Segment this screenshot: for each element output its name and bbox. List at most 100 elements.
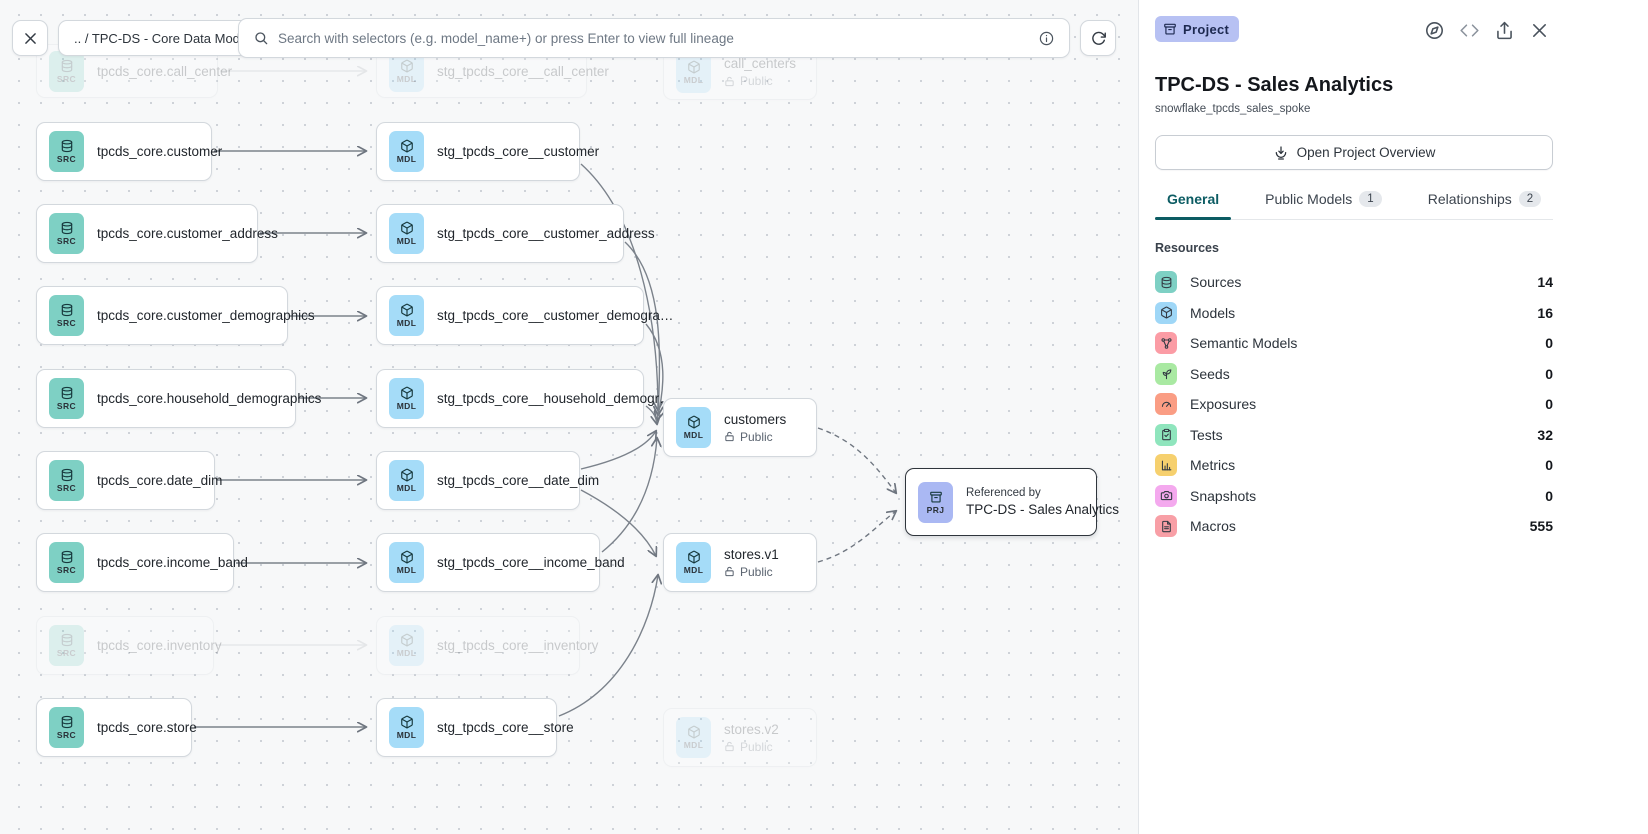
share-icon [1494,20,1515,41]
project-type-badge: Project [1155,16,1239,42]
info-icon[interactable] [1038,30,1055,47]
graph-node-source[interactable]: SRC tpcds_core.income_band [36,533,234,592]
cube-icon [400,550,414,564]
resource-row-exposures[interactable]: Exposures 0 [1155,393,1553,415]
resource-row-models[interactable]: Models 16 [1155,302,1553,324]
cube-icon [400,139,414,153]
model-badge: MDL [389,131,424,172]
resource-count: 0 [1545,335,1553,351]
source-badge: SRC [49,378,84,419]
exposures-icon [1155,393,1177,415]
resource-count: 0 [1545,396,1553,412]
graph-node-model[interactable]: MDL stg_tpcds_core__date_dim [376,451,580,510]
graph-node-public-model[interactable]: MDL customers Public [663,398,817,457]
resource-row-semantic-models[interactable]: Semantic Models 0 [1155,332,1553,354]
source-badge: SRC [49,131,84,172]
graph-node-source[interactable]: SRC tpcds_core.household_demographics [36,369,296,428]
cube-icon [1160,306,1173,319]
graph-node-model[interactable]: MDL stg_tpcds_core__household_demogr… [376,369,644,428]
graph-node-model[interactable]: MDL stg_tpcds_core__inventory [376,616,580,675]
close-lineage-button[interactable] [12,20,48,56]
resource-count: 0 [1545,488,1553,504]
cube-icon [687,725,701,739]
resource-row-metrics[interactable]: Metrics 0 [1155,454,1553,476]
graph-node-source[interactable]: SRC tpcds_core.store [36,698,192,757]
resources-list: Sources 14 Models 16 Semantic Models 0 S… [1155,271,1553,546]
search-icon [253,30,269,46]
visibility-label: Public [740,74,773,88]
tab-public-models[interactable]: Public Models 1 [1265,191,1382,219]
graph-node-public-model[interactable]: MDL stores.v2 Public [663,708,817,767]
graph-node-model[interactable]: MDL stg_tpcds_core__customer_demogra… [376,286,644,345]
graph-node-model[interactable]: MDL stg_tpcds_core__income_band [376,533,600,592]
resource-row-macros[interactable]: Macros 555 [1155,515,1553,537]
metrics-icon [1155,454,1177,476]
node-label: tpcds_core.inventory [97,638,222,653]
node-label: tpcds_core.household_demographics [97,391,321,406]
code-icon [1459,20,1480,41]
source-badge: SRC [49,51,84,92]
node-label: tpcds_core.customer [97,144,222,159]
node-label: stg_tpcds_core__household_demogr… [437,391,673,406]
tab-count-badge: 1 [1359,191,1381,207]
graph-node-model[interactable]: MDL stg_tpcds_core__store [376,698,557,757]
graph-node-source[interactable]: SRC tpcds_core.date_dim [36,451,215,510]
model-badge: MDL [389,460,424,501]
macros-icon [1155,515,1177,537]
resource-row-snapshots[interactable]: Snapshots 0 [1155,485,1553,507]
graph-node-model[interactable]: MDL stg_tpcds_core__customer_address [376,204,624,263]
tab-relationships[interactable]: Relationships 2 [1428,191,1541,219]
close-icon [22,30,39,47]
close-panel-button[interactable] [1528,19,1550,41]
unlock-icon [724,431,735,442]
graph-node-source[interactable]: SRC tpcds_core.inventory [36,616,214,675]
tab-general[interactable]: General [1167,191,1219,219]
cube-icon [400,386,414,400]
resource-count: 555 [1530,518,1553,534]
code-button[interactable] [1458,19,1480,41]
source-badge: SRC [49,213,84,254]
document-icon [1160,520,1173,533]
resource-row-sources[interactable]: Sources 14 [1155,271,1553,293]
graph-node-project[interactable]: PRJ Referenced by TPC-DS - Sales Analyti… [905,468,1097,536]
model-badge: MDL [389,707,424,748]
explore-button[interactable] [1423,19,1445,41]
seeds-icon [1155,363,1177,385]
compass-icon [1424,20,1445,41]
unlock-icon [724,566,735,577]
source-badge: SRC [49,707,84,748]
graph-node-source[interactable]: SRC tpcds_core.customer_demographics [36,286,288,345]
database-icon [60,221,74,235]
cube-icon [400,715,414,729]
graph-node-source[interactable]: SRC tpcds_core.customer [36,122,212,181]
project-overview-icon [1273,145,1289,161]
graph-node-model[interactable]: MDL stg_tpcds_core__customer [376,122,580,181]
bar-chart-icon [1160,459,1173,472]
model-badge: MDL [676,407,711,448]
node-label: stg_tpcds_core__income_band [437,555,625,570]
page-title: TPC-DS - Sales Analytics [1155,74,1393,97]
graph-node-source[interactable]: SRC tpcds_core.customer_address [36,204,258,263]
resource-row-seeds[interactable]: Seeds 0 [1155,363,1553,385]
close-icon [1529,20,1550,41]
model-badge: MDL [389,213,424,254]
refresh-button[interactable] [1080,20,1116,56]
referenced-by-caption: Referenced by [966,487,1119,499]
sources-icon [1155,271,1177,293]
database-icon [1160,276,1173,289]
database-icon [60,139,74,153]
node-label: stg_tpcds_core__date_dim [437,473,599,488]
search-input[interactable] [278,31,1029,46]
resource-row-tests[interactable]: Tests 32 [1155,424,1553,446]
resource-count: 16 [1537,305,1553,321]
node-label: stores.v2 [724,722,779,737]
resource-count: 32 [1537,427,1553,443]
model-badge: MDL [676,542,711,583]
share-button[interactable] [1493,19,1515,41]
graph-node-public-model[interactable]: MDL stores.v1 Public [663,533,817,592]
cube-icon [400,633,414,647]
database-icon [60,468,74,482]
open-project-overview-button[interactable]: Open Project Overview [1155,135,1553,170]
refresh-icon [1090,30,1107,47]
lineage-canvas[interactable]: SRC tpcds_core.call_center SRC tpcds_cor… [0,0,1138,834]
